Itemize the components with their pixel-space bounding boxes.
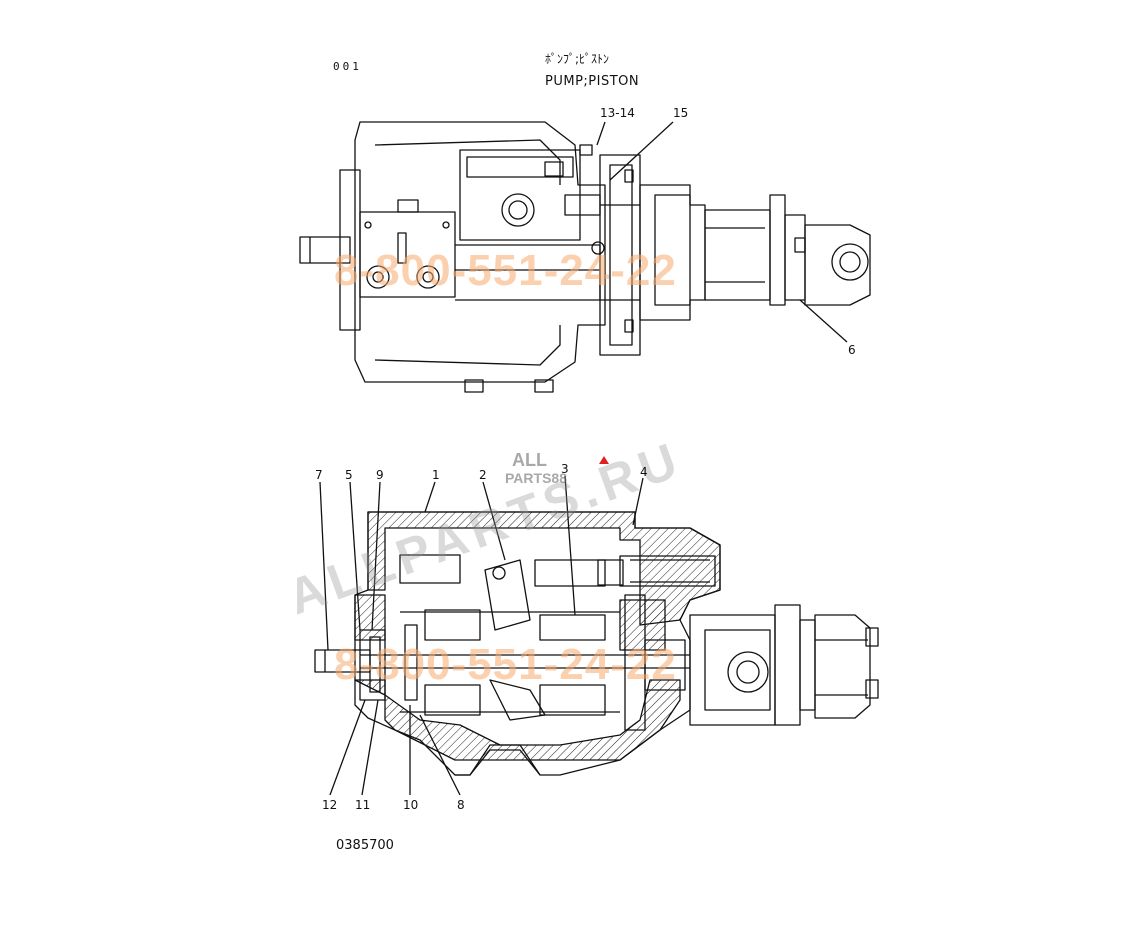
watermark-phone-bottom: 8-800-551-24-22 (334, 640, 677, 689)
title-japanese: ﾎﾟﾝﾌﾟ;ﾋﾟｽﾄﾝ (545, 52, 610, 66)
watermark-phone-top: 8-800-551-24-22 (334, 246, 677, 295)
pump-top-view (299, 121, 871, 393)
callout-11: 11 (355, 798, 371, 812)
callout-1: 1 (432, 468, 440, 482)
title-english: PUMP;PISTON (545, 74, 640, 89)
callout-8: 8 (457, 798, 465, 812)
callout-4: 4 (640, 465, 648, 479)
drawing-number: 0385700 (336, 838, 394, 853)
callout-2: 2 (479, 468, 487, 482)
callout-10: 10 (403, 798, 419, 812)
page-number: 001 (333, 60, 362, 73)
watermark-logo-line2: PARTS88 (505, 470, 567, 486)
logo-red-marker-icon (599, 456, 609, 464)
callout-7: 7 (315, 468, 323, 482)
callout-12: 12 (322, 798, 338, 812)
callout-6: 6 (848, 343, 856, 357)
callout-3: 3 (561, 462, 569, 476)
pump-section-view (314, 475, 879, 796)
watermark-logo-line1: ALL (512, 450, 547, 470)
callout-13-14: 13-14 (600, 106, 635, 120)
callout-5: 5 (345, 468, 353, 482)
callout-9: 9 (376, 468, 384, 482)
callout-15: 15 (673, 106, 689, 120)
